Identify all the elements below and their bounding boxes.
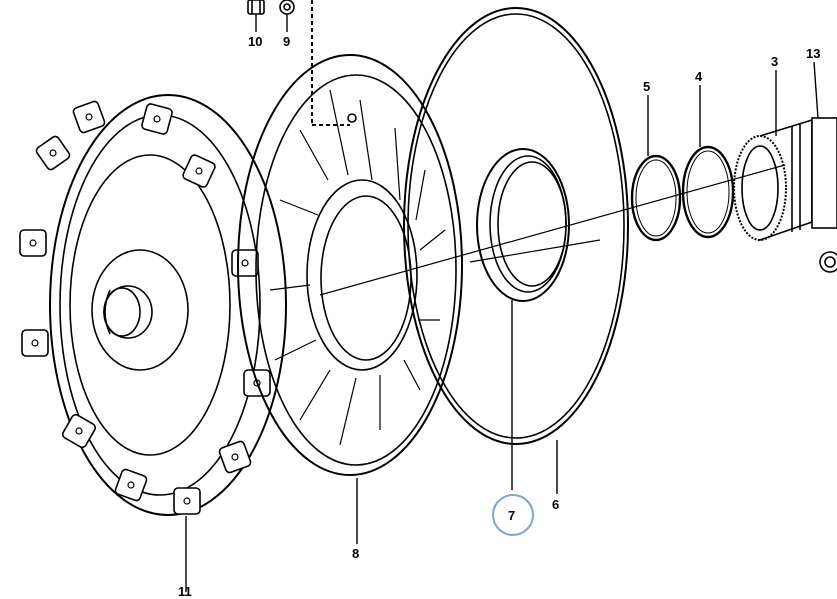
o-ring bbox=[681, 145, 735, 239]
snap-ring bbox=[630, 154, 682, 242]
callout-4[interactable]: 4 bbox=[695, 69, 703, 84]
callout-3[interactable]: 3 bbox=[771, 54, 779, 69]
callout-8[interactable]: 8 bbox=[352, 546, 360, 561]
highlight-circle bbox=[492, 494, 534, 536]
callout-13[interactable]: 13 bbox=[806, 46, 821, 61]
pump-housing bbox=[237, 0, 463, 476]
callout-5[interactable]: 5 bbox=[643, 79, 651, 94]
callout-7[interactable]: 7 bbox=[508, 508, 516, 523]
leader-13 bbox=[813, 61, 819, 119]
torque-converter bbox=[19, 94, 287, 516]
callout-6[interactable]: 6 bbox=[552, 497, 560, 512]
seal-ring bbox=[476, 148, 570, 302]
shaft-assembly bbox=[811, 117, 837, 273]
gasket-disc bbox=[403, 7, 629, 445]
callout-9[interactable]: 9 bbox=[283, 34, 291, 49]
callout-10[interactable]: 10 bbox=[248, 34, 263, 49]
washer bbox=[279, 0, 295, 15]
bolt bbox=[247, 0, 265, 15]
splined-hub bbox=[733, 119, 813, 241]
